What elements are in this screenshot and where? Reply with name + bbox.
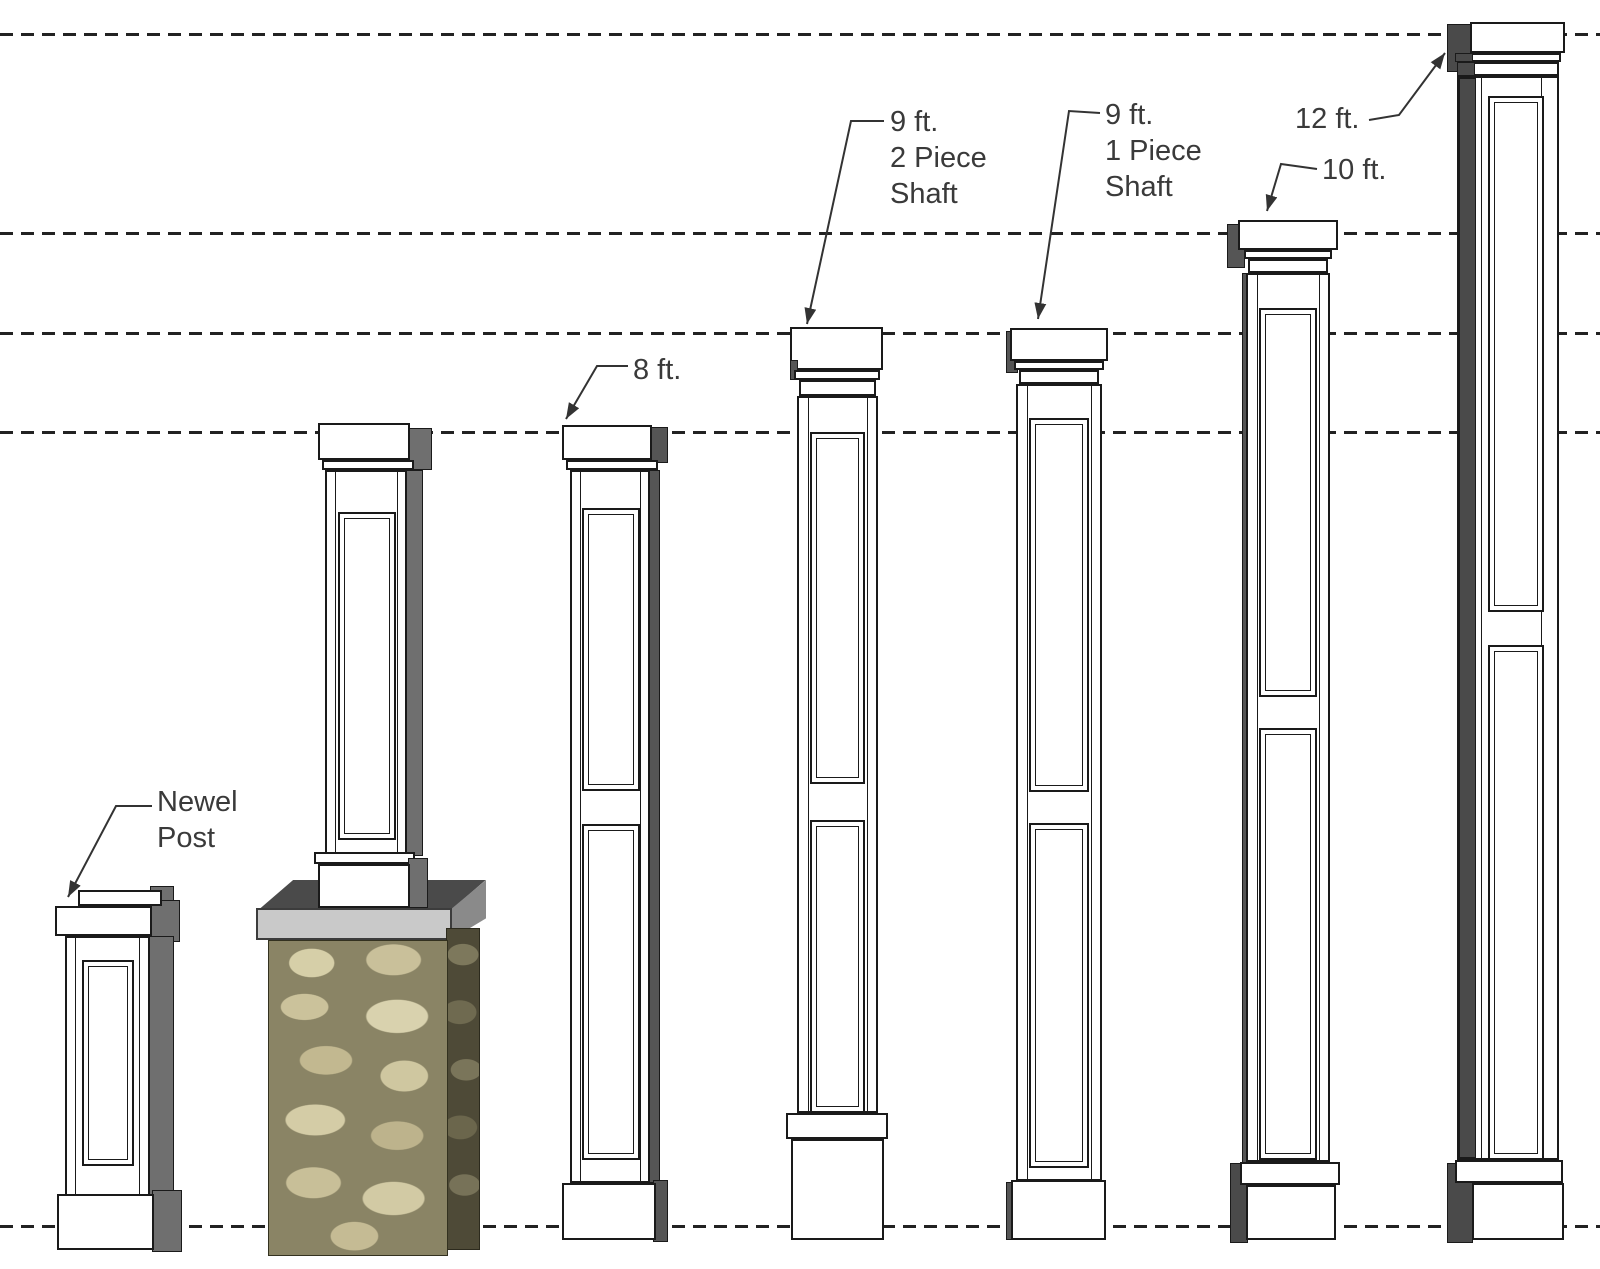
col-12ft-neck-side — [1457, 62, 1475, 76]
label-newel-post: Newel Post — [157, 784, 238, 856]
newel-post-cap — [55, 906, 152, 936]
label-9ft-1-piece-line3: Shaft — [1105, 171, 1173, 203]
col-9ft-2piece-lower-panel-inner — [816, 826, 859, 1107]
col-9ft-2piece-lower-panel — [810, 820, 865, 1113]
stone-pier-stone-front — [268, 940, 448, 1256]
col-9ft-2piece-base — [791, 1139, 884, 1240]
col-10ft-upper-panel-inner — [1265, 314, 1311, 691]
col-8ft-upper-panel — [582, 508, 640, 791]
col-9ft-1piece-base — [1011, 1180, 1106, 1240]
col-9ft-2piece-cap-lip — [794, 370, 880, 380]
col-8ft-lower-panel-inner — [588, 830, 634, 1154]
col-10ft-stile-r — [1319, 275, 1320, 1160]
col-9ft-2piece-upper-panel — [810, 432, 865, 784]
col-12ft-shaft-side — [1459, 78, 1476, 1158]
newel-post-panel — [82, 960, 134, 1166]
col-10ft-cap-lip — [1244, 250, 1332, 259]
col-8ft-stile-l — [580, 472, 581, 1181]
leader-10ft — [1265, 162, 1318, 212]
newel-post-panel-inner — [88, 966, 128, 1160]
col-12ft-upper-panel-inner — [1494, 102, 1538, 606]
col-12ft-base-molding — [1455, 1160, 1563, 1183]
col-9ft-2piece-stile-r — [867, 398, 868, 1111]
col-9ft-2piece-upper-panel-inner — [816, 438, 859, 778]
leader-8ft — [565, 365, 628, 420]
col-12ft-lower-panel-inner — [1494, 651, 1538, 1154]
col-10ft-upper-panel — [1259, 308, 1317, 697]
col-9ft-1piece-lower-panel — [1029, 823, 1089, 1168]
label-9ft-1-piece: 9 ft. 1 Piece Shaft — [1105, 97, 1202, 205]
newel-post-base — [57, 1194, 154, 1250]
stone-pier-panel — [338, 512, 396, 840]
col-9ft-1piece-upper-panel-inner — [1035, 424, 1083, 786]
stone-pier-cap-lip — [322, 460, 414, 470]
col-8ft-cap — [562, 425, 652, 460]
col-9ft-1piece-cap-lip — [1014, 361, 1104, 370]
label-newel-post-line1: Newel — [157, 786, 238, 818]
col-10ft-base — [1246, 1185, 1336, 1240]
col-9ft-2piece-cap — [790, 327, 883, 370]
label-9ft-2-piece-line3: Shaft — [890, 178, 958, 210]
col-9ft-2piece-neck — [799, 380, 876, 396]
stone-pier-panel-inner — [344, 518, 390, 834]
label-newel-post-line2: Post — [157, 822, 216, 854]
leader-9ft-2-piece — [804, 120, 884, 325]
label-9ft-2-piece: 9 ft. 2 Piece Shaft — [890, 104, 987, 212]
col-12ft-upper-panel — [1488, 96, 1544, 612]
newel-post-stile-r — [139, 938, 140, 1194]
col-8ft-upper-panel-inner — [588, 514, 634, 785]
leader-12ft — [1368, 52, 1446, 121]
col-9ft-1piece-neck — [1019, 370, 1099, 384]
col-10ft-neck — [1248, 259, 1328, 273]
label-9ft-1-piece-line1: 9 ft. — [1105, 99, 1154, 131]
col-12ft-base — [1472, 1183, 1564, 1240]
col-12ft-lower-panel — [1488, 645, 1544, 1160]
col-9ft-2piece-base-flare — [786, 1113, 888, 1139]
label-10ft-line1: 10 ft. — [1322, 154, 1387, 186]
label-8ft: 8 ft. — [633, 352, 681, 388]
leader-newel-post — [67, 805, 152, 898]
col-10ft-lower-panel — [1259, 728, 1317, 1160]
col-9ft-2piece-stile-l — [808, 398, 809, 1111]
col-12ft-stile-r — [1541, 78, 1542, 1158]
newel-post-finial — [78, 890, 162, 906]
col-8ft-cap-lip — [566, 460, 658, 470]
label-9ft-2-piece-line2: 2 Piece — [890, 142, 987, 174]
col-12ft-cap — [1470, 22, 1565, 53]
col-8ft-lower-panel — [582, 824, 640, 1160]
col-9ft-1piece-stile-l — [1027, 386, 1028, 1179]
label-8ft-line1: 8 ft. — [633, 354, 682, 386]
stone-pier-stile-r — [397, 472, 398, 854]
label-9ft-2-piece-line1: 9 ft. — [890, 106, 939, 138]
label-10ft: 10 ft. — [1322, 152, 1387, 188]
guide-line-10ft — [0, 232, 1600, 235]
col-10ft-lower-panel-inner — [1265, 734, 1311, 1154]
label-12ft: 12 ft. — [1295, 101, 1360, 137]
stone-pier-slab-front — [256, 908, 452, 940]
stone-pier-pedestal — [318, 864, 410, 908]
col-8ft-stile-r — [640, 472, 641, 1181]
newel-post-stile-l — [75, 938, 76, 1194]
col-12ft-stile-l — [1481, 78, 1482, 1158]
col-10ft-cap — [1238, 220, 1338, 250]
guide-line-12ft — [0, 33, 1600, 36]
col-9ft-1piece-upper-panel — [1029, 418, 1089, 792]
col-10ft-stile-l — [1257, 275, 1258, 1160]
col-8ft-base — [562, 1183, 656, 1240]
col-9ft-1piece-lower-panel-inner — [1035, 829, 1083, 1162]
col-9ft-1piece-stile-r — [1091, 386, 1092, 1179]
label-9ft-1-piece-line2: 1 Piece — [1105, 135, 1202, 167]
stone-pier-cap — [318, 423, 410, 460]
leader-9ft-1-piece — [1034, 109, 1101, 320]
col-12ft-cap-lip-side — [1455, 53, 1473, 62]
stone-pier-stile-l — [335, 472, 336, 854]
label-12ft-line1: 12 ft. — [1295, 103, 1360, 135]
col-10ft-base-flare — [1240, 1162, 1340, 1185]
col-9ft-1piece-cap — [1010, 328, 1108, 361]
